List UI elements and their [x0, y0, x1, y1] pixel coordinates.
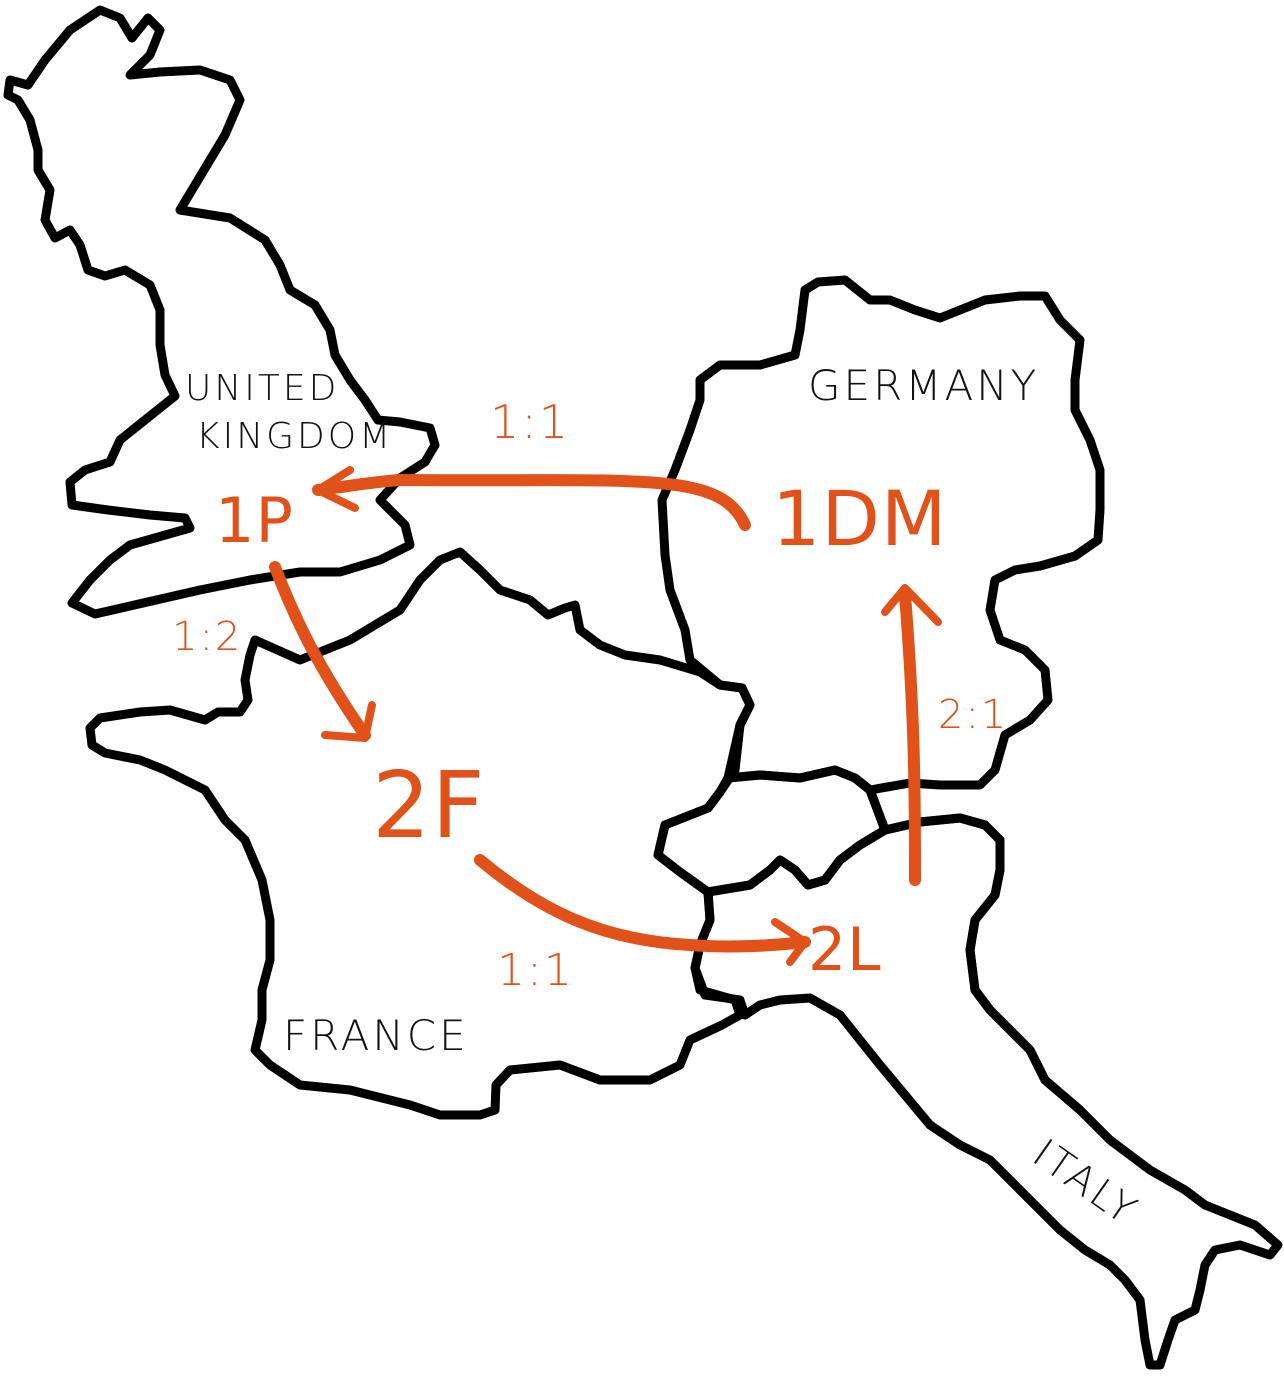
italy-border: [690, 813, 1283, 1370]
france-border: [85, 547, 755, 1120]
uk-label-line2: KINGDOM: [196, 416, 393, 457]
rate-uk-france: 1:2: [172, 614, 242, 660]
rate-germany-uk: 1:1: [490, 395, 570, 449]
arrow-germany-to-uk: [312, 474, 751, 531]
germany-border: [657, 275, 1105, 795]
germany-label: GERMANY: [808, 361, 1039, 410]
arrow-uk-to-france: [269, 561, 371, 741]
france-label: FRANCE: [283, 1011, 469, 1060]
currency-france: 2F: [372, 752, 485, 859]
arrow-france-to-italy: [474, 854, 811, 953]
currency-uk: 1P: [215, 484, 294, 557]
uk-label-line1: UNITED: [185, 368, 339, 409]
currency-germany: 1DM: [772, 474, 947, 563]
uk-border: [3, 5, 440, 619]
arrow-germany-arrowhead: [881, 584, 942, 626]
currency-italy: 2L: [808, 915, 882, 985]
arrow-italy-arrowhead: [771, 918, 809, 966]
rate-italy-germany: 2:1: [938, 692, 1008, 738]
arrow-france-arrowhead: [321, 701, 376, 742]
italy-label: ITALY: [1024, 1131, 1146, 1236]
arrow-italy-to-germany: [899, 589, 921, 886]
rate-france-italy: 1:1: [497, 945, 574, 996]
arrow-uk-arrowhead: [314, 466, 359, 512]
